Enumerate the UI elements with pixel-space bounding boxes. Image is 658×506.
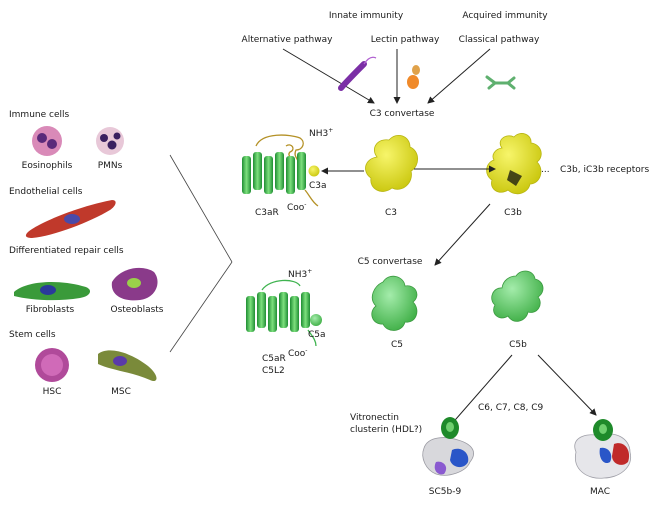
clusterin-label: clusterin (HDL?) — [350, 425, 423, 435]
c3b-receptors-label: C3b, iC3b receptors — [560, 165, 650, 175]
msc-cell — [98, 350, 157, 382]
alternative-pathway-label: Alternative pathway — [241, 35, 333, 45]
hsc-label: HSC — [42, 387, 62, 397]
eosinophils-label: Eosinophils — [21, 161, 73, 171]
pmns-label: PMNs — [97, 161, 123, 171]
c5ar-nh3-label: NH3+ — [288, 268, 313, 280]
c3ar-receptor — [242, 134, 319, 207]
ellipsis-label: ... — [541, 165, 550, 175]
sc5b9-label: SC5b-9 — [428, 487, 462, 497]
mac-label: MAC — [589, 487, 611, 497]
c3ar-coo-label: Coo- — [287, 201, 307, 213]
c3ar-label: C3aR — [255, 208, 279, 218]
c3ar-nh3-label: NH3+ — [309, 127, 334, 139]
c5-label: C5 — [390, 340, 404, 350]
classical-pathway-label: Classical pathway — [458, 35, 540, 45]
c5-protein — [371, 275, 418, 331]
c5a-ball — [310, 314, 322, 326]
endothelial-cell — [25, 200, 116, 238]
c5b-protein — [491, 270, 544, 322]
acquired-immunity-label: Acquired immunity — [462, 11, 548, 21]
sc5b9-complex — [422, 417, 474, 476]
arrow-c5b-to-mac — [537, 354, 597, 416]
arrow-c3b-to-c5-convertase — [434, 203, 491, 266]
c3-protein — [365, 134, 419, 192]
eosinophil-cell — [32, 126, 62, 156]
pmn-cell — [96, 127, 124, 155]
hsc-cell — [35, 348, 69, 382]
innate-immunity-label: Innate immunity — [328, 11, 404, 21]
bacterium-icon — [338, 56, 377, 91]
endothelial-cells-heading: Endothelial cells — [9, 187, 83, 197]
msc-label: MSC — [111, 387, 131, 397]
c3b-label: C3b — [504, 208, 522, 218]
osteoblasts-label: Osteoblasts — [110, 305, 164, 315]
c3-label: C3 — [384, 208, 398, 218]
c5a-label: C5a — [308, 330, 326, 340]
fibroblast-cell — [14, 282, 91, 301]
c3a-ball — [308, 165, 320, 177]
c3-convertase-label: C3 convertase — [369, 109, 435, 119]
fibroblasts-label: Fibroblasts — [25, 305, 75, 315]
arrow-classical — [427, 48, 491, 104]
repair-cells-heading: Differentiated repair cells — [9, 246, 124, 256]
c5-convertase-label: C5 convertase — [357, 257, 423, 267]
c5ar-coo-label: Coo- — [288, 347, 308, 359]
antibody-icon — [485, 75, 516, 90]
osteoblast-cell — [111, 267, 158, 301]
stem-cells-heading: Stem cells — [9, 330, 56, 340]
c5l2-label: C5L2 — [262, 366, 285, 376]
arrow-alternative — [282, 48, 375, 104]
vitronectin-label: Vitronectin — [350, 413, 399, 423]
c5b-label: C5b — [509, 340, 527, 350]
arrow-c5b-to-sc5b9 — [448, 354, 513, 428]
c3b-protein — [486, 133, 542, 195]
immune-cells-heading: Immune cells — [9, 110, 70, 120]
yeast-icon — [407, 65, 420, 89]
c5ar-receptor — [246, 279, 317, 347]
c5ar-label: C5aR — [262, 354, 286, 364]
c3a-label: C3a — [309, 181, 327, 191]
lectin-pathway-label: Lectin pathway — [370, 35, 440, 45]
c6-c9-label: C6, C7, C8, C9 — [478, 403, 544, 413]
mac-complex — [574, 419, 632, 479]
